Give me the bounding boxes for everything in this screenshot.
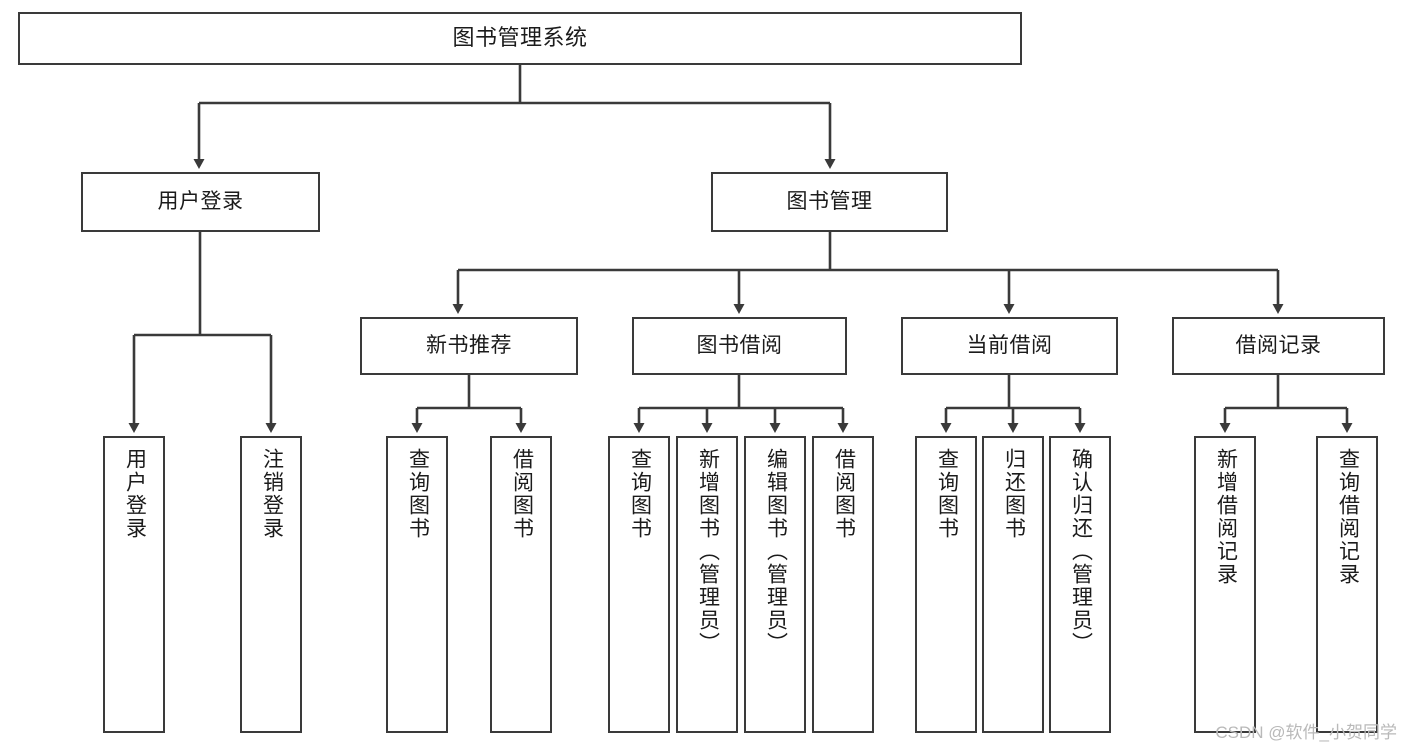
node-label: 图书借阅	[696, 334, 783, 358]
leaf-current-return-book[interactable]: 归还图书	[982, 436, 1044, 733]
node-label: 查询图书	[628, 448, 652, 540]
node-label: 归还图书	[1002, 448, 1026, 540]
node-label: 查询借阅记录	[1336, 448, 1360, 586]
leaf-borrow-edit-book-admin[interactable]: 编辑图书（管理员）	[744, 436, 806, 733]
node-current-borrow[interactable]: 当前借阅	[901, 317, 1118, 375]
node-label: 查询图书	[935, 448, 959, 540]
leaf-borrow-add-book-admin[interactable]: 新增图书（管理员）	[676, 436, 738, 733]
leaf-recommend-query-book[interactable]: 查询图书	[386, 436, 448, 733]
leaf-borrow-query-book[interactable]: 查询图书	[608, 436, 670, 733]
node-label: 借阅图书	[832, 448, 856, 540]
node-label: 新增图书（管理员）	[696, 448, 720, 655]
leaf-record-query-record[interactable]: 查询借阅记录	[1316, 436, 1378, 733]
leaf-current-confirm-return-admin[interactable]: 确认归还（管理员）	[1049, 436, 1111, 733]
node-label: 借阅记录	[1235, 334, 1322, 358]
node-label: 用户登录	[157, 190, 244, 214]
node-book-management[interactable]: 图书管理	[711, 172, 948, 232]
node-label: 注销登录	[260, 448, 284, 540]
node-label: 查询图书	[406, 448, 430, 540]
node-label: 编辑图书（管理员）	[764, 448, 788, 655]
node-label: 图书管理	[786, 190, 873, 214]
leaf-user-login-signin[interactable]: 用户登录	[103, 436, 165, 733]
leaf-recommend-borrow-book[interactable]: 借阅图书	[490, 436, 552, 733]
node-label: 当前借阅	[966, 334, 1053, 358]
node-label: 图书管理系统	[452, 25, 588, 51]
leaf-current-query-book[interactable]: 查询图书	[915, 436, 977, 733]
node-label: 用户登录	[123, 448, 147, 540]
node-user-login[interactable]: 用户登录	[81, 172, 320, 232]
node-root-system[interactable]: 图书管理系统	[18, 12, 1022, 65]
leaf-user-login-signout[interactable]: 注销登录	[240, 436, 302, 733]
leaf-borrow-borrow-book[interactable]: 借阅图书	[812, 436, 874, 733]
node-book-borrow[interactable]: 图书借阅	[632, 317, 847, 375]
node-label: 借阅图书	[510, 448, 534, 540]
node-label: 确认归还（管理员）	[1069, 448, 1093, 655]
node-borrow-record[interactable]: 借阅记录	[1172, 317, 1385, 375]
node-new-book-recommend[interactable]: 新书推荐	[360, 317, 578, 375]
csdn-watermark: CSDN @软件_小贺同学	[1215, 723, 1397, 742]
leaf-record-add-record[interactable]: 新增借阅记录	[1194, 436, 1256, 733]
node-label: 新书推荐	[426, 334, 512, 358]
node-label: 新增借阅记录	[1214, 448, 1238, 586]
